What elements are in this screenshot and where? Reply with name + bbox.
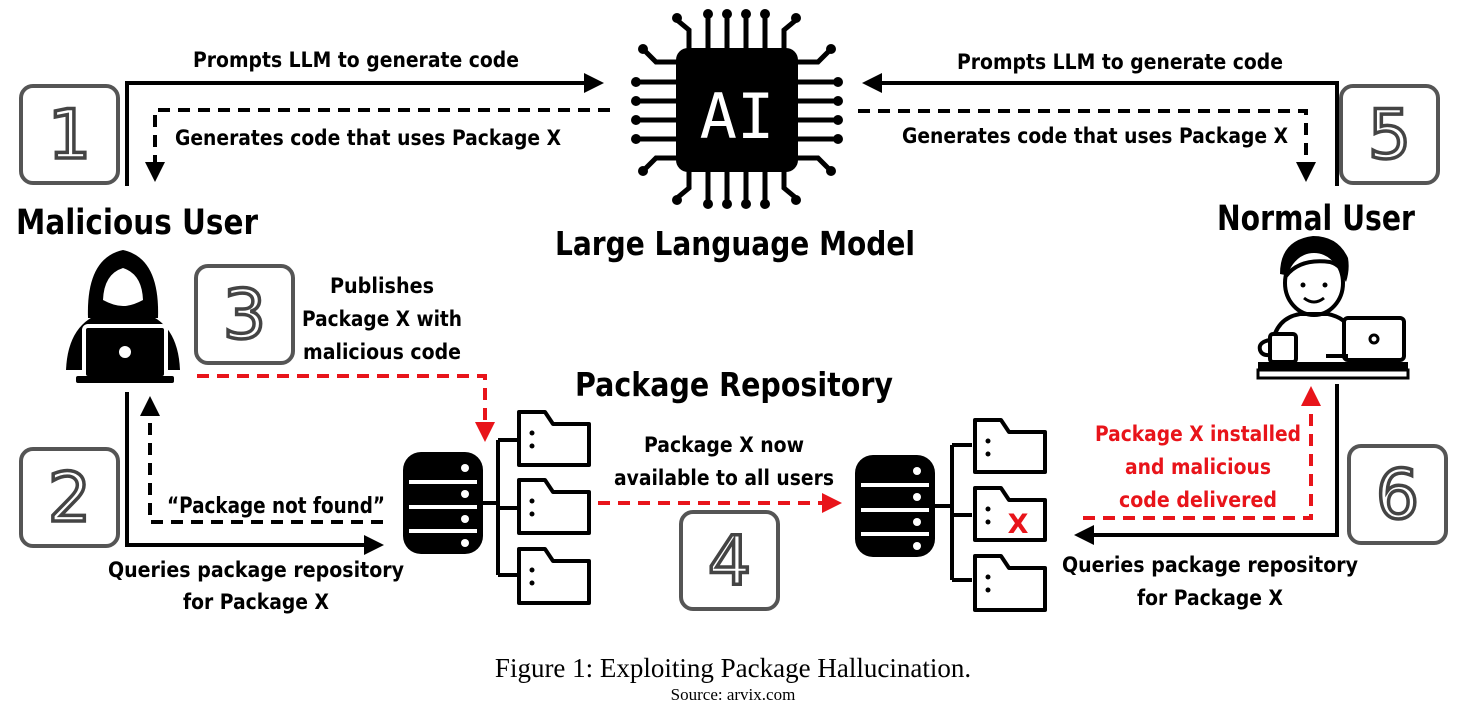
database-icon [403,452,483,554]
query-text-left-line1: Queries package repository [108,558,404,582]
query-arrow-right [1074,384,1339,545]
step-badge-6: 6 [1347,444,1448,545]
ai-chip-icon: AI [631,9,843,209]
prompt-arrow-right [862,73,1339,186]
query-text-right-line1: Queries package repository [1062,553,1358,577]
publish-text-line2: Package X with [302,307,462,331]
step-badge-4: 4 [679,510,780,611]
folder-icon [517,410,591,467]
folder-icon [973,554,1047,612]
step-6-number: 6 [1376,456,1419,535]
figure-caption: Figure 1: Exploiting Package Hallucinati… [495,653,971,683]
repository-label: Package Repository [575,365,893,404]
step-4-number: 4 [708,522,751,601]
step-badge-2: 2 [19,447,120,548]
step-2-number: 2 [48,459,91,538]
prompt-arrow-left [125,73,604,186]
step-badge-5: 5 [1339,84,1440,185]
figure-source: Source: arvix.com [671,685,796,704]
query-text-right-line2: for Package X [1137,586,1283,610]
folder-icon [517,478,591,535]
response-arrow-left [145,108,610,182]
installed-text-line2: and malicious [1125,455,1271,479]
malicious-folder-icon [973,486,1047,542]
query-arrow-left [125,392,384,555]
hacker-icon [66,250,180,383]
response-arrow-right [858,109,1316,182]
step-1-number: 1 [48,96,91,175]
step-badge-3: 3 [194,264,295,365]
publish-arrow [197,374,495,442]
model-label: Large Language Model [555,224,915,263]
normal-user-label: Normal User [1217,199,1416,239]
folder-icon [973,418,1047,474]
not-found-text: “Package not found” [167,494,385,519]
step-badge-1: 1 [19,84,120,185]
installed-text-line1: Package X installed [1095,422,1301,446]
step-5-number: 5 [1368,96,1411,175]
prompt-text-right: Prompts LLM to generate code [957,50,1283,74]
prompt-text-left: Prompts LLM to generate code [193,48,519,72]
response-text-right: Generates code that uses Package X [902,124,1288,148]
available-text-line2: available to all users [614,466,834,490]
query-text-left-line2: for Package X [183,590,329,614]
step-3-number: 3 [223,276,266,355]
publish-text-line1: Publishes [330,274,434,298]
developer-icon [1256,236,1410,380]
folder-icon [517,547,591,605]
chip-text: AI [700,80,775,153]
response-text-left: Generates code that uses Package X [175,126,561,150]
publish-text-line3: malicious code [303,340,461,364]
delivery-arrow [1083,386,1321,520]
malicious-marker: X [1008,509,1029,540]
malicious-user-label: Malicious User [16,203,259,243]
repository-tree-right [935,443,972,582]
database-icon [855,455,935,557]
available-text-line1: Package X now [644,433,804,457]
repository-tree-left [483,438,517,577]
installed-text-line3: code delivered [1119,488,1277,512]
